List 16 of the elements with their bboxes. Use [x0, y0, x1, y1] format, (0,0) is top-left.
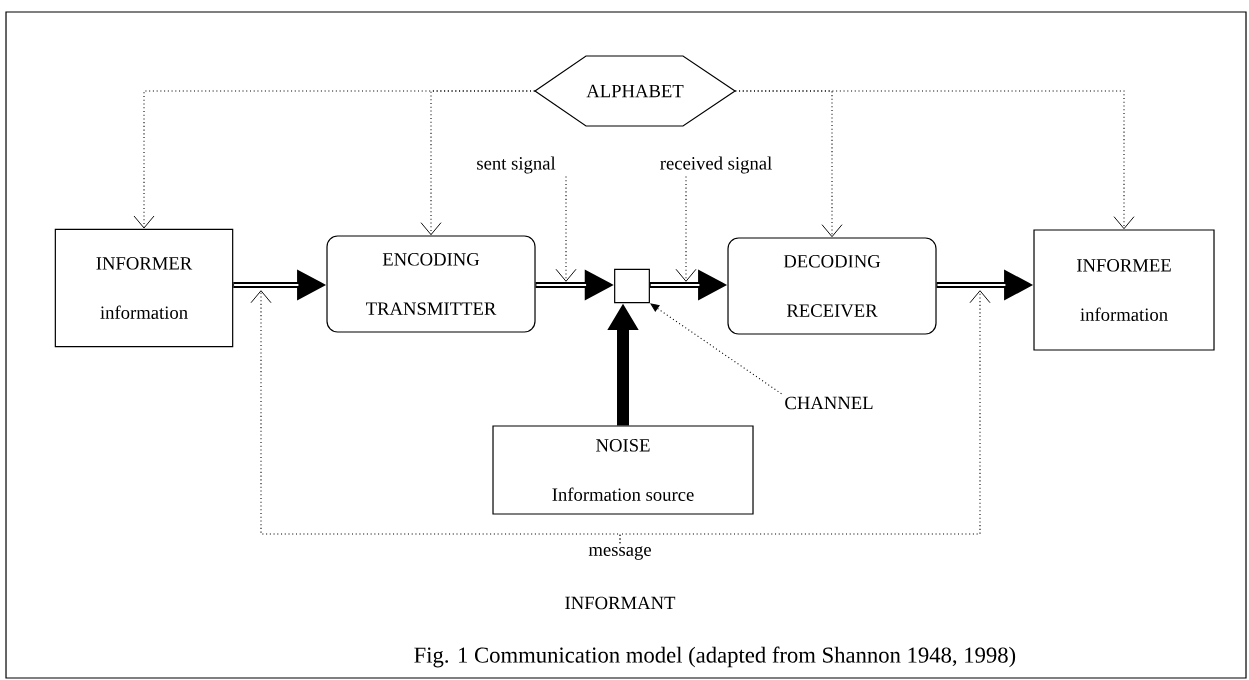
box: INFORMER information [54, 228, 234, 348]
rounded-box: ENCODING TRANSMITTER [326, 235, 536, 333]
rounded-box: DECODING RECEIVER [727, 237, 937, 335]
label-text: sent signal [473, 153, 559, 177]
dotted-arrow [420, 90, 536, 236]
leader-line [619, 290, 991, 544]
box: INFORMEE information [1033, 229, 1215, 351]
leader-line [555, 175, 577, 282]
label-text: INFORMANT [565, 596, 676, 610]
label-text: CHANNEL [781, 394, 877, 412]
channel-square [614, 268, 650, 304]
leader-line [675, 175, 697, 282]
figure-caption: Fig. 1 Communication model (adapted from Shannon 1948, 1998) [414, 646, 1016, 668]
label-text: received signal [657, 153, 775, 177]
label-text: message [585, 543, 655, 563]
dotted-arrow [734, 90, 1135, 230]
